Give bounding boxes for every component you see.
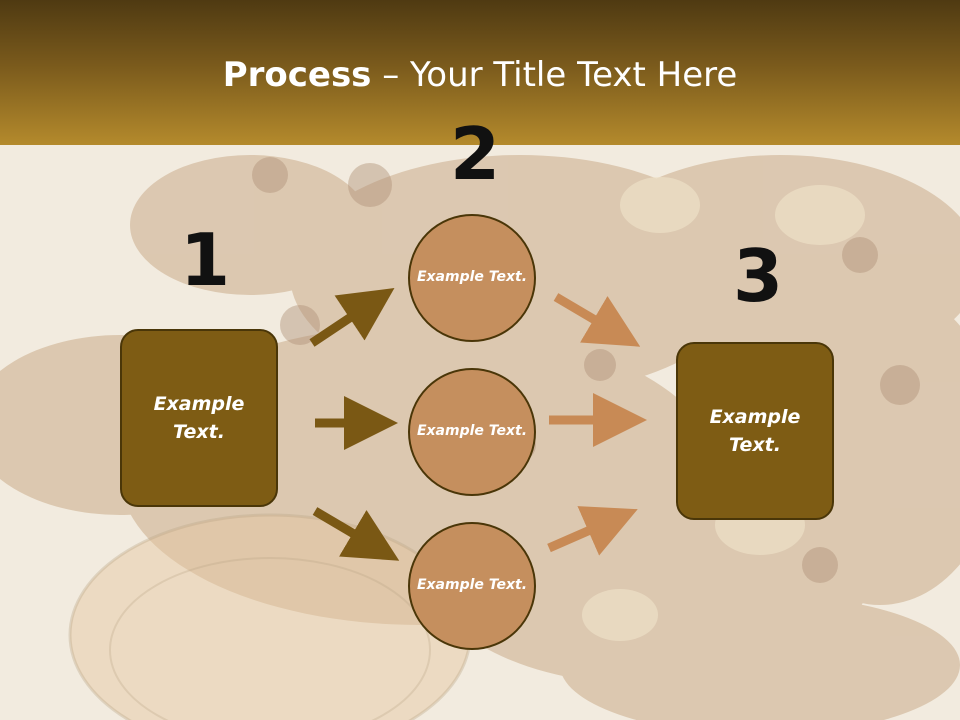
circle-bottom-label: Example Text. (416, 577, 528, 594)
step-3-box: Example Text. (676, 342, 834, 520)
step-2-circle-bottom: Example Text. (408, 522, 536, 650)
step-3-box-label: Example Text. (709, 405, 801, 457)
step-3-number: 3 (733, 234, 784, 318)
step-2-number: 2 (450, 112, 501, 196)
step-1-number: 1 (180, 218, 231, 302)
circle-middle-label: Example Text. (416, 423, 528, 440)
arrow-top-circle-to-right-box (553, 293, 641, 347)
circle-top-label: Example Text. (416, 269, 528, 286)
arrow-box-to-bottom-circle (312, 507, 400, 561)
arrow-box-to-top-circle (309, 288, 395, 347)
arrow-bottom-circle-to-right-box (547, 506, 638, 556)
title-bar: Process – Your Title Text Here (0, 0, 960, 145)
step-2-circle-middle: Example Text. (408, 368, 536, 496)
step-1-box-label: Example Text. (153, 392, 245, 444)
title-rest: – Your Title Text Here (371, 55, 738, 95)
step-2-circle-top: Example Text. (408, 214, 536, 342)
step-1-box: Example Text. (120, 329, 278, 507)
slide-title: Process – Your Title Text Here (0, 55, 960, 95)
title-bold: Process (222, 55, 372, 95)
